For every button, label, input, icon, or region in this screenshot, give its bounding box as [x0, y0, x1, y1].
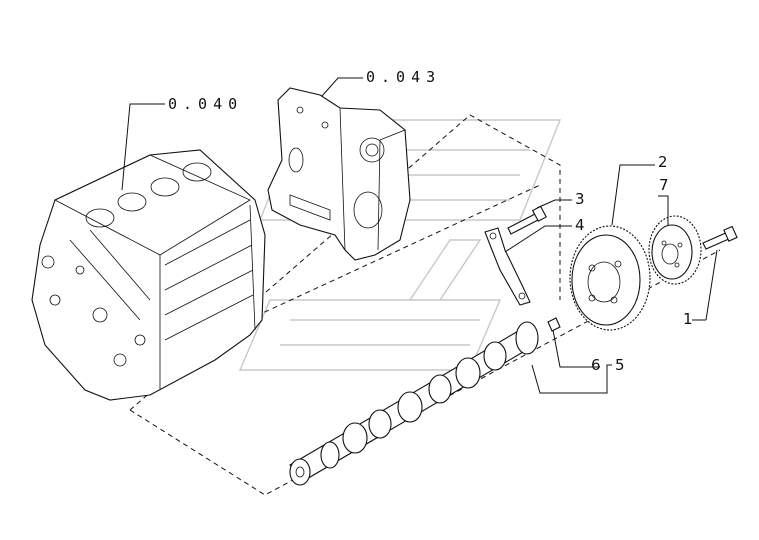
callout-6: 6 — [591, 356, 601, 374]
assembly-outline — [129, 114, 721, 496]
camshaft-gear-icon — [569, 225, 651, 331]
callout-7: 7 — [659, 176, 669, 194]
timing-cover — [267, 87, 411, 261]
callout-2: 2 — [658, 153, 668, 171]
callout-1: 1 — [683, 310, 693, 328]
bracket-plate-icon — [484, 227, 531, 306]
bolt-icon — [507, 205, 547, 235]
ref-timing-cover-label: 0.043 — [366, 68, 441, 86]
leader-lines — [121, 77, 718, 394]
callout-3: 3 — [575, 190, 585, 208]
engine-block — [31, 149, 266, 401]
dowel-pin-icon — [547, 317, 561, 332]
callout-4: 4 — [575, 216, 585, 234]
hub-icon — [648, 215, 702, 285]
camshaft-icon — [289, 321, 539, 486]
ref-engine-block-label: 0.040 — [168, 95, 243, 113]
callout-5: 5 — [615, 356, 625, 374]
bolt-icon — [702, 225, 738, 250]
